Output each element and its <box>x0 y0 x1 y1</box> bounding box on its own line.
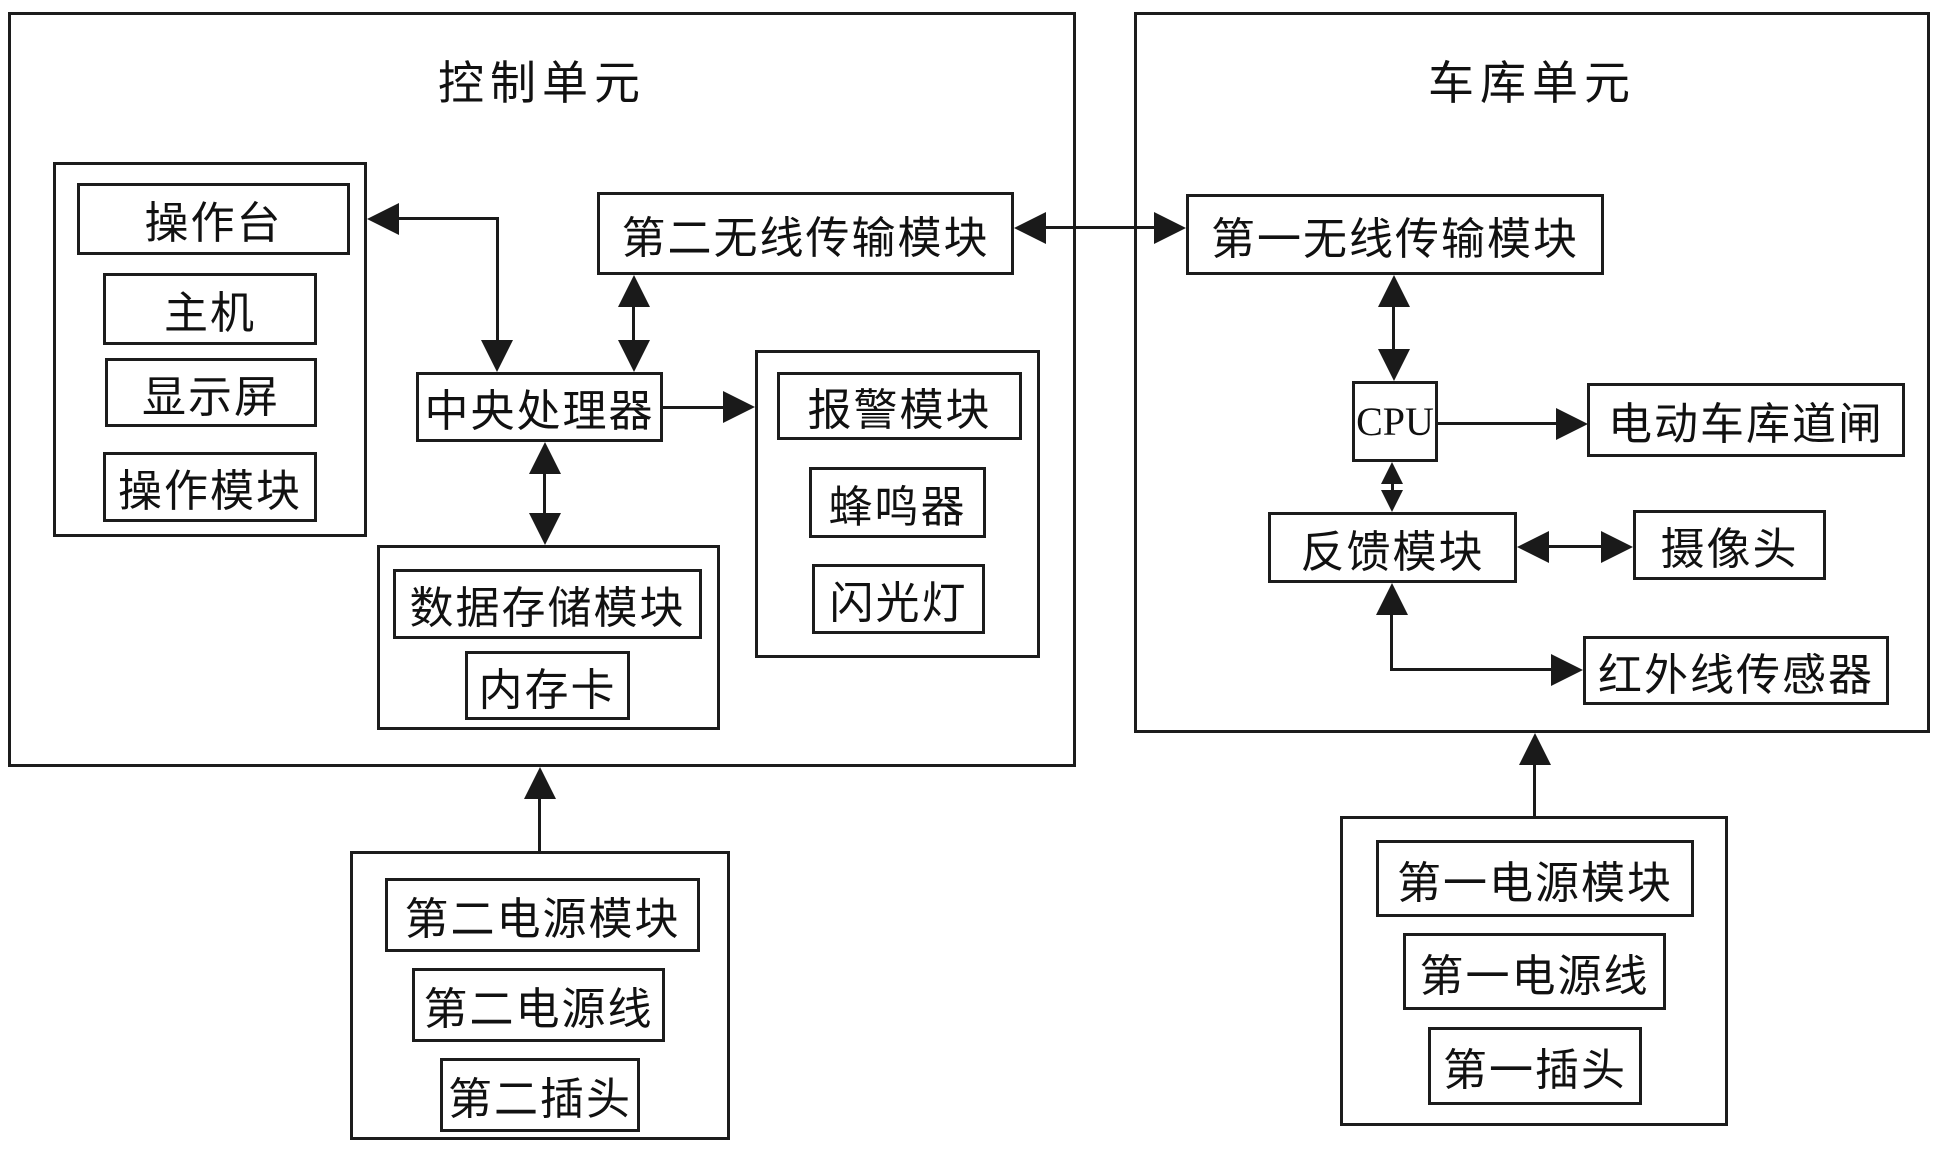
arrowhead-into-feedback-bottom <box>1376 583 1408 615</box>
arrowhead-into-alarm-group <box>723 391 755 423</box>
host-box: 主机 <box>103 273 317 345</box>
arrowhead-into-storage-group <box>529 513 561 545</box>
arrowhead-into-control-frame <box>524 767 556 799</box>
first-power-module-box: 第一电源模块 <box>1376 840 1694 917</box>
connector-console-h <box>399 217 499 220</box>
arrowhead-into-garage-cpu-from-feedback <box>1381 462 1403 484</box>
flash-lamp-box: 闪光灯 <box>812 564 985 634</box>
first-power-cable-box: 第一电源线 <box>1403 933 1666 1010</box>
arrowhead-into-garage-cpu <box>1378 349 1410 381</box>
connector-wireless2-cpu <box>632 303 635 344</box>
connector-power2-control <box>538 796 541 851</box>
data-storage-module-box: 数据存储模块 <box>393 569 702 639</box>
memory-card-box: 内存卡 <box>465 651 630 720</box>
arrowhead-into-console <box>367 203 399 235</box>
second-power-plug-box: 第二插头 <box>440 1058 640 1132</box>
arrowhead-into-wireless1 <box>1154 212 1186 244</box>
connector-gcpu-feedback <box>1391 482 1394 492</box>
arrowhead-into-wireless2-horizontal <box>1014 212 1046 244</box>
arrowhead-into-feedback-horizontal <box>1517 531 1549 563</box>
first-wireless-module-box: 第一无线传输模块 <box>1186 194 1604 275</box>
garage-barrier-box: 电动车库道闸 <box>1587 383 1905 457</box>
connector-wireless2-wireless1 <box>1044 226 1156 229</box>
control-unit-title: 控制单元 <box>438 58 646 109</box>
arrowhead-into-infrared <box>1551 654 1583 686</box>
arrowhead-into-barrier <box>1556 408 1588 440</box>
arrowhead-into-wireless1-vertical <box>1378 275 1410 307</box>
connector-feedback-infrared-h <box>1390 668 1553 671</box>
garage-unit-frame <box>1134 12 1930 733</box>
feedback-module-box: 反馈模块 <box>1268 512 1517 583</box>
second-power-module-box: 第二电源模块 <box>385 878 700 952</box>
arrowhead-into-feedback-from-gcpu <box>1381 490 1403 512</box>
alarm-module-box: 报警模块 <box>777 372 1022 440</box>
second-wireless-module-box: 第二无线传输模块 <box>597 192 1014 275</box>
connector-console-v <box>496 217 499 340</box>
first-power-plug-box: 第一插头 <box>1428 1027 1642 1105</box>
connector-gcpu-barrier <box>1438 422 1558 425</box>
connector-feedback-camera <box>1547 545 1603 548</box>
second-power-cable-box: 第二电源线 <box>412 968 665 1042</box>
arrowhead-into-cpu-from-wireless2 <box>618 340 650 372</box>
arrowhead-into-cpu-from-storage <box>529 442 561 474</box>
garage-unit-title: 车库单元 <box>1428 58 1636 109</box>
operation-module-box: 操作模块 <box>103 452 317 522</box>
connector-cpu-storage <box>543 470 546 517</box>
central-processor-box: 中央处理器 <box>416 372 663 442</box>
arrowhead-into-camera <box>1601 531 1633 563</box>
arrowhead-into-cpu-from-console-line <box>481 340 513 372</box>
console-box: 操作台 <box>77 183 350 255</box>
connector-cpu-alarm <box>663 406 725 409</box>
display-box: 显示屏 <box>105 358 317 427</box>
camera-box: 摄像头 <box>1633 510 1826 580</box>
arrowhead-into-garage-frame <box>1519 733 1551 765</box>
garage-cpu-box: CPU <box>1352 381 1438 462</box>
connector-wireless1-gcpu <box>1392 303 1395 353</box>
arrowhead-into-wireless2 <box>618 275 650 307</box>
connector-feedback-infrared-v <box>1390 611 1393 671</box>
connector-power1-garage <box>1533 762 1536 816</box>
infrared-sensor-box: 红外线传感器 <box>1583 636 1889 705</box>
buzzer-box: 蜂鸣器 <box>809 467 986 538</box>
